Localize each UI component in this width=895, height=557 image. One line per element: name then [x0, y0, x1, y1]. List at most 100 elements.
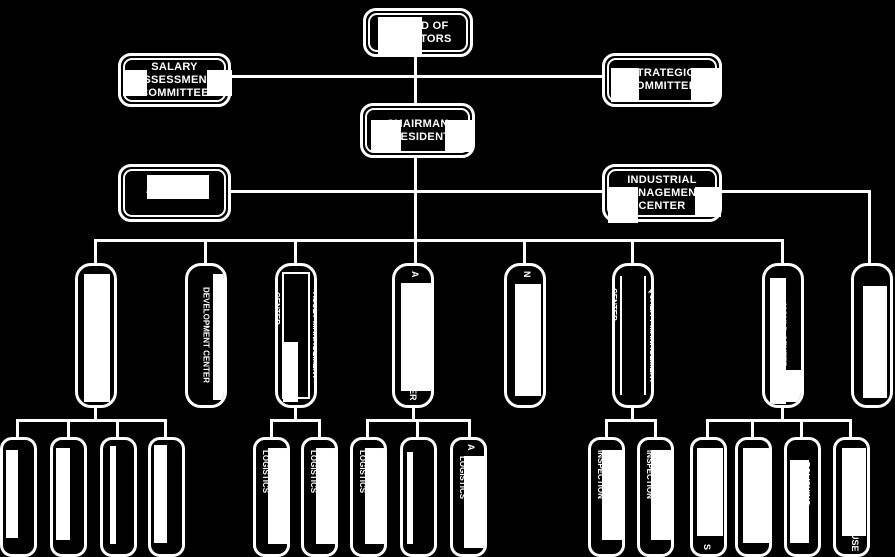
- connector-line: [722, 190, 871, 193]
- connector-line: [116, 419, 119, 437]
- connector-line: [294, 239, 297, 263]
- node-administrative-logistics-4: ADMINISTRATIVE LOGISTICS: [148, 437, 185, 557]
- node-redacted-shop-2: [735, 437, 772, 557]
- redaction-overlay: [608, 187, 638, 223]
- connector-line: [414, 57, 417, 105]
- node-label: LOGISTICS: [261, 450, 270, 494]
- node-logistics-3: LOGISTICS: [350, 437, 387, 557]
- connector-line: [94, 239, 97, 263]
- node-redacted-shop-1: S: [690, 437, 727, 557]
- node-board-of-directors: BOARD OF DIRECTORS: [363, 8, 473, 57]
- connector-line: [631, 406, 634, 421]
- node-development-center: DEVELOPMENT CENTER: [185, 263, 227, 408]
- node-label: LOGISTICS: [148, 463, 152, 507]
- node-label: LOGISTICS: [358, 450, 367, 494]
- node-label: STRATEGIC: [629, 67, 695, 79]
- redaction-overlay: [651, 450, 671, 540]
- connector-line: [318, 419, 321, 437]
- node-label: ASSET MANAGEMENT: [311, 291, 317, 380]
- node-logistics-2: LOGISTICS: [301, 437, 338, 557]
- connector-line: [416, 419, 419, 437]
- redaction-overlay: [695, 187, 721, 217]
- node-redacted-dept-5: N: [504, 263, 546, 408]
- node-label-fragment: ER: [408, 388, 418, 401]
- connector-line: [270, 419, 321, 422]
- redaction-overlay: [611, 68, 639, 102]
- connector-line: [468, 419, 471, 437]
- connector-line: [706, 419, 852, 422]
- node-label-fragment: A: [410, 271, 420, 278]
- node-label: INSPECTION: [596, 450, 605, 499]
- node-label: ADMINISTRATIVE: [83, 463, 87, 531]
- redaction-overlay: [268, 448, 287, 544]
- connector-line: [781, 239, 784, 263]
- redaction-overlay: [863, 286, 887, 398]
- node-label: ADMINISTRATIVE: [33, 463, 37, 531]
- node-warehouse: USE: [833, 437, 870, 557]
- connector-line: [366, 419, 369, 437]
- node-asset-management-center: ASSET MANAGEMENT CENTER: [275, 263, 317, 408]
- connector-line: [94, 406, 97, 421]
- redaction-overlay: [123, 70, 147, 96]
- node-label: CENTER: [612, 287, 618, 321]
- redaction-overlay: [147, 175, 209, 199]
- node-label-fragment: N: [522, 271, 532, 278]
- node-label: LOGISTICS: [0, 463, 4, 507]
- connector-line: [868, 190, 871, 263]
- node-label: CENTER: [275, 291, 281, 325]
- redaction-overlay: [371, 120, 401, 152]
- node-label: ADMINISTRATIVE: [133, 463, 137, 531]
- connector-line: [605, 419, 608, 437]
- connector-line: [94, 239, 784, 242]
- connector-line: [270, 419, 273, 437]
- node-administrative-logistics-3: ADMINISTRATIVE LOGISTICS: [100, 437, 137, 557]
- node-label-fragment: A: [466, 444, 476, 451]
- redaction-overlay: [602, 450, 622, 540]
- node-label: PRESIDENT: [384, 130, 451, 143]
- node-redacted-dept-4: A ER: [392, 263, 434, 408]
- connector-line: [605, 419, 657, 422]
- node-label: SALARY: [151, 60, 198, 73]
- connector-line: [631, 239, 634, 263]
- node-redacted-dept-1: [75, 263, 117, 408]
- redaction-overlay: [515, 284, 541, 396]
- redaction-overlay: [316, 448, 335, 544]
- redaction-overlay: [842, 448, 866, 536]
- node-label: ADMINISTRATIVE: [181, 463, 185, 531]
- divider-line: [620, 276, 622, 395]
- node-label: CENTER: [638, 199, 686, 212]
- node-logistics-4: A LOGISTICS: [450, 437, 487, 557]
- node-label: INSPECTION: [645, 450, 654, 499]
- redaction-overlay: [770, 278, 786, 404]
- redaction-overlay: [401, 283, 431, 391]
- org-chart-canvas: BOARD OF DIRECTORS SALARY ASSESSMENT COM…: [0, 8, 893, 557]
- redaction-overlay: [743, 448, 769, 543]
- node-label: LOGISTICS: [100, 463, 104, 507]
- connector-line: [523, 239, 526, 263]
- connector-line: [412, 406, 415, 421]
- connector-line: [781, 406, 784, 421]
- redaction-overlay: [154, 445, 167, 543]
- node-administrative-logistics-1: ADMINISTRATIVE LOGISTICS: [0, 437, 37, 557]
- redaction-overlay: [213, 274, 224, 400]
- connector-line: [16, 419, 19, 437]
- redaction-overlay: [365, 448, 384, 544]
- redaction-overlay: [378, 17, 422, 55]
- node-label: LOGISTICS: [309, 450, 318, 494]
- redaction-overlay: [110, 446, 116, 544]
- node-salary-assessment-committee: SALARY ASSESSMENT COMMITTEE: [118, 53, 232, 107]
- node-label: QUALITY MANAGEMENT: [648, 287, 654, 384]
- connector-line: [654, 419, 657, 437]
- node-polishing: POLISHING: [784, 437, 821, 557]
- connector-line: [16, 419, 167, 422]
- connector-line: [849, 419, 852, 437]
- node-inspection-1: INSPECTION: [588, 437, 625, 557]
- redaction-overlay: [464, 456, 484, 548]
- connector-line: [204, 239, 207, 263]
- node-label: INDUSTRIAL: [627, 173, 697, 186]
- divider-line: [644, 276, 646, 395]
- redaction-overlay: [786, 370, 801, 402]
- node-chairman-president: CHAIRMAN PRESIDENT: [360, 103, 475, 158]
- node-label: CHAIRMAN: [386, 117, 449, 130]
- node-label: COMMITTEE: [627, 80, 697, 92]
